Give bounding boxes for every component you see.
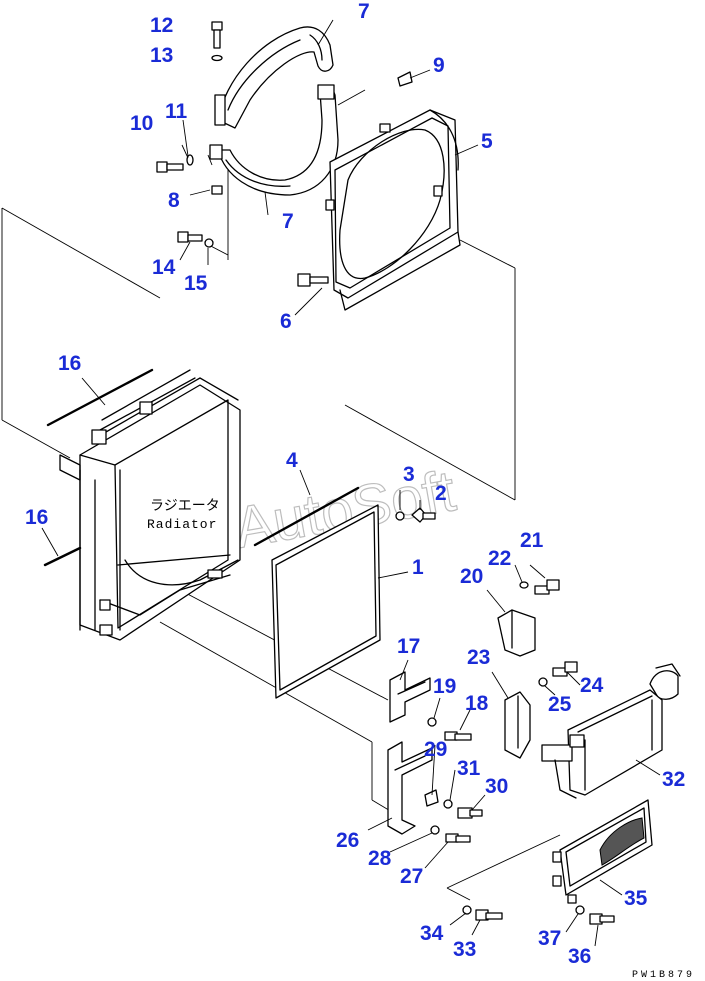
spacer-29 xyxy=(424,789,439,807)
nut-8 xyxy=(211,185,223,195)
callout-27: 27 xyxy=(400,865,423,888)
callout-18: 18 xyxy=(465,692,489,715)
callout-26: 26 xyxy=(336,829,359,852)
callout-24: 24 xyxy=(580,674,604,697)
callout-9: 9 xyxy=(433,54,445,77)
callout-2: 2 xyxy=(435,482,447,505)
callout-22: 22 xyxy=(488,547,511,570)
drawing-code: PW1B879 xyxy=(632,970,695,981)
callout-17: 17 xyxy=(397,635,420,658)
callout-30: 30 xyxy=(485,775,508,798)
callout-8: 8 xyxy=(168,189,180,212)
bolt-33 xyxy=(475,909,503,921)
callout-31: 31 xyxy=(457,757,481,780)
callout-28: 28 xyxy=(368,847,392,870)
callout-15: 15 xyxy=(184,272,208,295)
callout-11: 11 xyxy=(165,100,188,123)
callout-34: 34 xyxy=(420,922,444,945)
callout-21: 21 xyxy=(520,529,544,552)
callout-numbers: 12 13 7 9 5 10 11 8 7 14 15 6 16 4 3 2 1… xyxy=(25,0,685,968)
callout-35: 35 xyxy=(624,887,648,910)
callout-4: 4 xyxy=(286,449,298,472)
washer-37 xyxy=(575,905,585,915)
callout-13: 13 xyxy=(150,44,173,67)
callout-10: 10 xyxy=(130,112,153,135)
callout-5: 5 xyxy=(481,130,493,153)
seal-strip-4 xyxy=(253,486,360,547)
callout-20: 20 xyxy=(460,565,483,588)
callout-14: 14 xyxy=(152,256,176,279)
washer-28 xyxy=(430,825,440,835)
callout-33: 33 xyxy=(453,938,476,961)
washer-11 xyxy=(186,154,194,166)
leader-lines xyxy=(41,19,661,947)
callout-6: 6 xyxy=(280,310,292,333)
washer-34 xyxy=(462,905,472,915)
bracket-17 xyxy=(389,671,431,723)
callout-12: 12 xyxy=(150,14,173,37)
bolt-12 xyxy=(211,21,223,49)
bolt-14 xyxy=(177,231,203,243)
callout-16-left: 16 xyxy=(25,506,48,529)
bracket-26 xyxy=(387,741,433,835)
callout-3: 3 xyxy=(403,463,415,486)
washer-13 xyxy=(211,54,223,62)
bolt-6 xyxy=(297,273,329,287)
fan-guard-lower xyxy=(209,84,339,196)
callout-25: 25 xyxy=(548,693,572,716)
washer-25 xyxy=(538,677,548,687)
bolt-21 xyxy=(534,579,560,595)
seal-strip-16-top xyxy=(46,368,154,427)
washer-31 xyxy=(443,799,453,809)
callout-23: 23 xyxy=(467,646,490,669)
radiator-core xyxy=(59,369,241,641)
bolt-18 xyxy=(444,731,472,741)
clip-9 xyxy=(397,71,413,87)
wing-nut-2 xyxy=(411,507,436,523)
callout-1: 1 xyxy=(412,556,424,579)
seal-strip-16-side xyxy=(43,546,82,567)
washer-3 xyxy=(395,511,405,521)
bracket-20 xyxy=(497,609,536,657)
bolt-30 xyxy=(457,807,483,819)
washer-19 xyxy=(427,717,437,727)
assembly-guide-lines xyxy=(1,150,561,901)
callout-29: 29 xyxy=(424,738,447,761)
fan-guard-upper xyxy=(214,26,334,129)
radiator-label-en: Radiator xyxy=(147,517,217,532)
washer-15 xyxy=(204,238,214,248)
bolt-36 xyxy=(589,913,615,925)
oil-cooler xyxy=(541,663,681,799)
callout-32: 32 xyxy=(662,768,685,791)
fan-shroud xyxy=(325,109,461,311)
bolt-24 xyxy=(552,661,578,677)
cooler-core xyxy=(552,799,653,904)
radiator-label-jp: ラジエータ xyxy=(150,498,220,514)
bolt-10 xyxy=(156,161,184,173)
screen-net xyxy=(271,504,381,699)
bolt-27 xyxy=(445,833,471,843)
callout-19: 19 xyxy=(433,675,456,698)
callout-37: 37 xyxy=(538,927,561,950)
bracket-23 xyxy=(504,691,531,759)
callout-36: 36 xyxy=(568,945,591,968)
washer-22 xyxy=(519,581,529,589)
callout-7-bottom: 7 xyxy=(282,210,294,233)
callout-16-top: 16 xyxy=(58,352,81,375)
callout-7-top: 7 xyxy=(358,0,370,23)
